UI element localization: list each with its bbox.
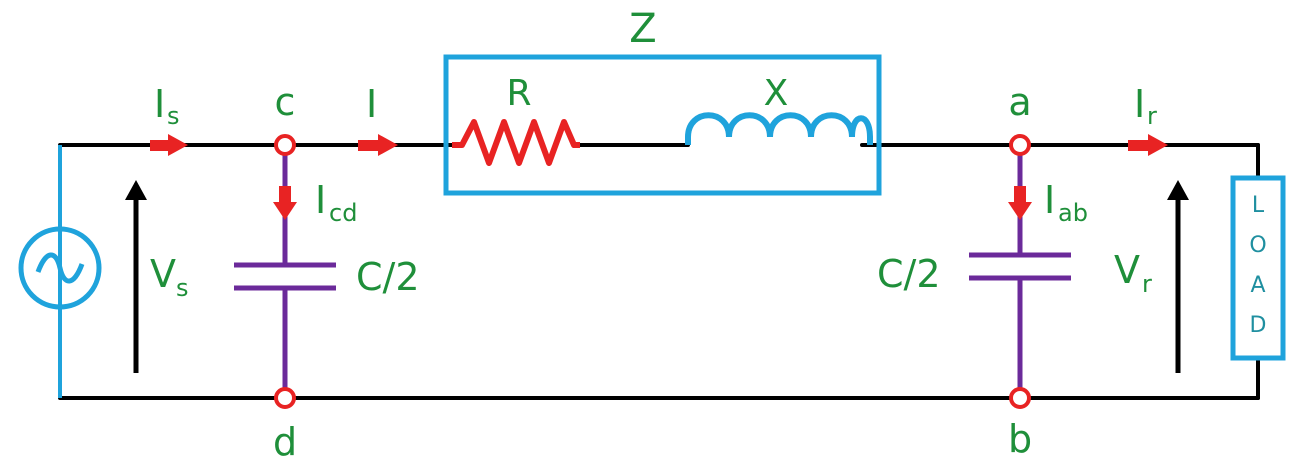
- receive-current-label: I: [1134, 82, 1145, 126]
- receive-voltage-arrow-icon: [1167, 180, 1189, 373]
- right-shunt-current-subscript: ab: [1058, 199, 1088, 227]
- node-d-label: d: [273, 420, 297, 464]
- right-capacitor-label: C/2: [877, 252, 941, 296]
- load-letter-4: D: [1250, 313, 1267, 338]
- right-shunt-current-arrow-icon: [1008, 186, 1032, 220]
- source-voltage-arrow-icon: [125, 180, 147, 373]
- receive-current-arrow-icon: [1128, 134, 1168, 156]
- reactance-label: X: [764, 73, 789, 114]
- resistance-label: R: [506, 73, 531, 114]
- load-letter-3: A: [1250, 273, 1265, 298]
- node-d: [274, 387, 296, 409]
- right-shunt-current-label: I: [1044, 178, 1055, 222]
- load-letter-2: O: [1249, 233, 1266, 258]
- line-current-label: I: [366, 82, 377, 126]
- receive-voltage-label: V: [1114, 248, 1140, 292]
- node-c: [274, 134, 296, 156]
- source-current-subscript: s: [167, 102, 180, 130]
- node-b: [1009, 387, 1031, 409]
- left-shunt-current-arrow-icon: [273, 186, 297, 220]
- receive-voltage-subscript: r: [1142, 270, 1152, 298]
- load-box: [1230, 175, 1286, 361]
- source-current-label: I: [154, 82, 165, 126]
- left-shunt-current-subscript: cd: [329, 199, 357, 227]
- source-voltage-label: V: [150, 252, 176, 296]
- ac-source-icon: [18, 226, 102, 310]
- impedance-label: Z: [629, 6, 656, 52]
- node-b-label: b: [1008, 417, 1032, 461]
- node-a-label: a: [1008, 80, 1031, 124]
- left-capacitor-label: C/2: [356, 255, 420, 299]
- receive-current-subscript: r: [1147, 102, 1157, 130]
- resistor-icon: [452, 119, 580, 166]
- line-current-arrow-icon: [358, 134, 398, 156]
- node-c-label: c: [275, 80, 296, 124]
- source-current-arrow-icon: [150, 134, 188, 156]
- inductor-icon: [685, 112, 873, 145]
- node-a: [1009, 134, 1031, 156]
- load-letter-1: L: [1252, 193, 1265, 218]
- left-shunt-current-label: I: [315, 178, 326, 222]
- source-voltage-subscript: s: [176, 274, 189, 302]
- impedance-box: [443, 54, 882, 196]
